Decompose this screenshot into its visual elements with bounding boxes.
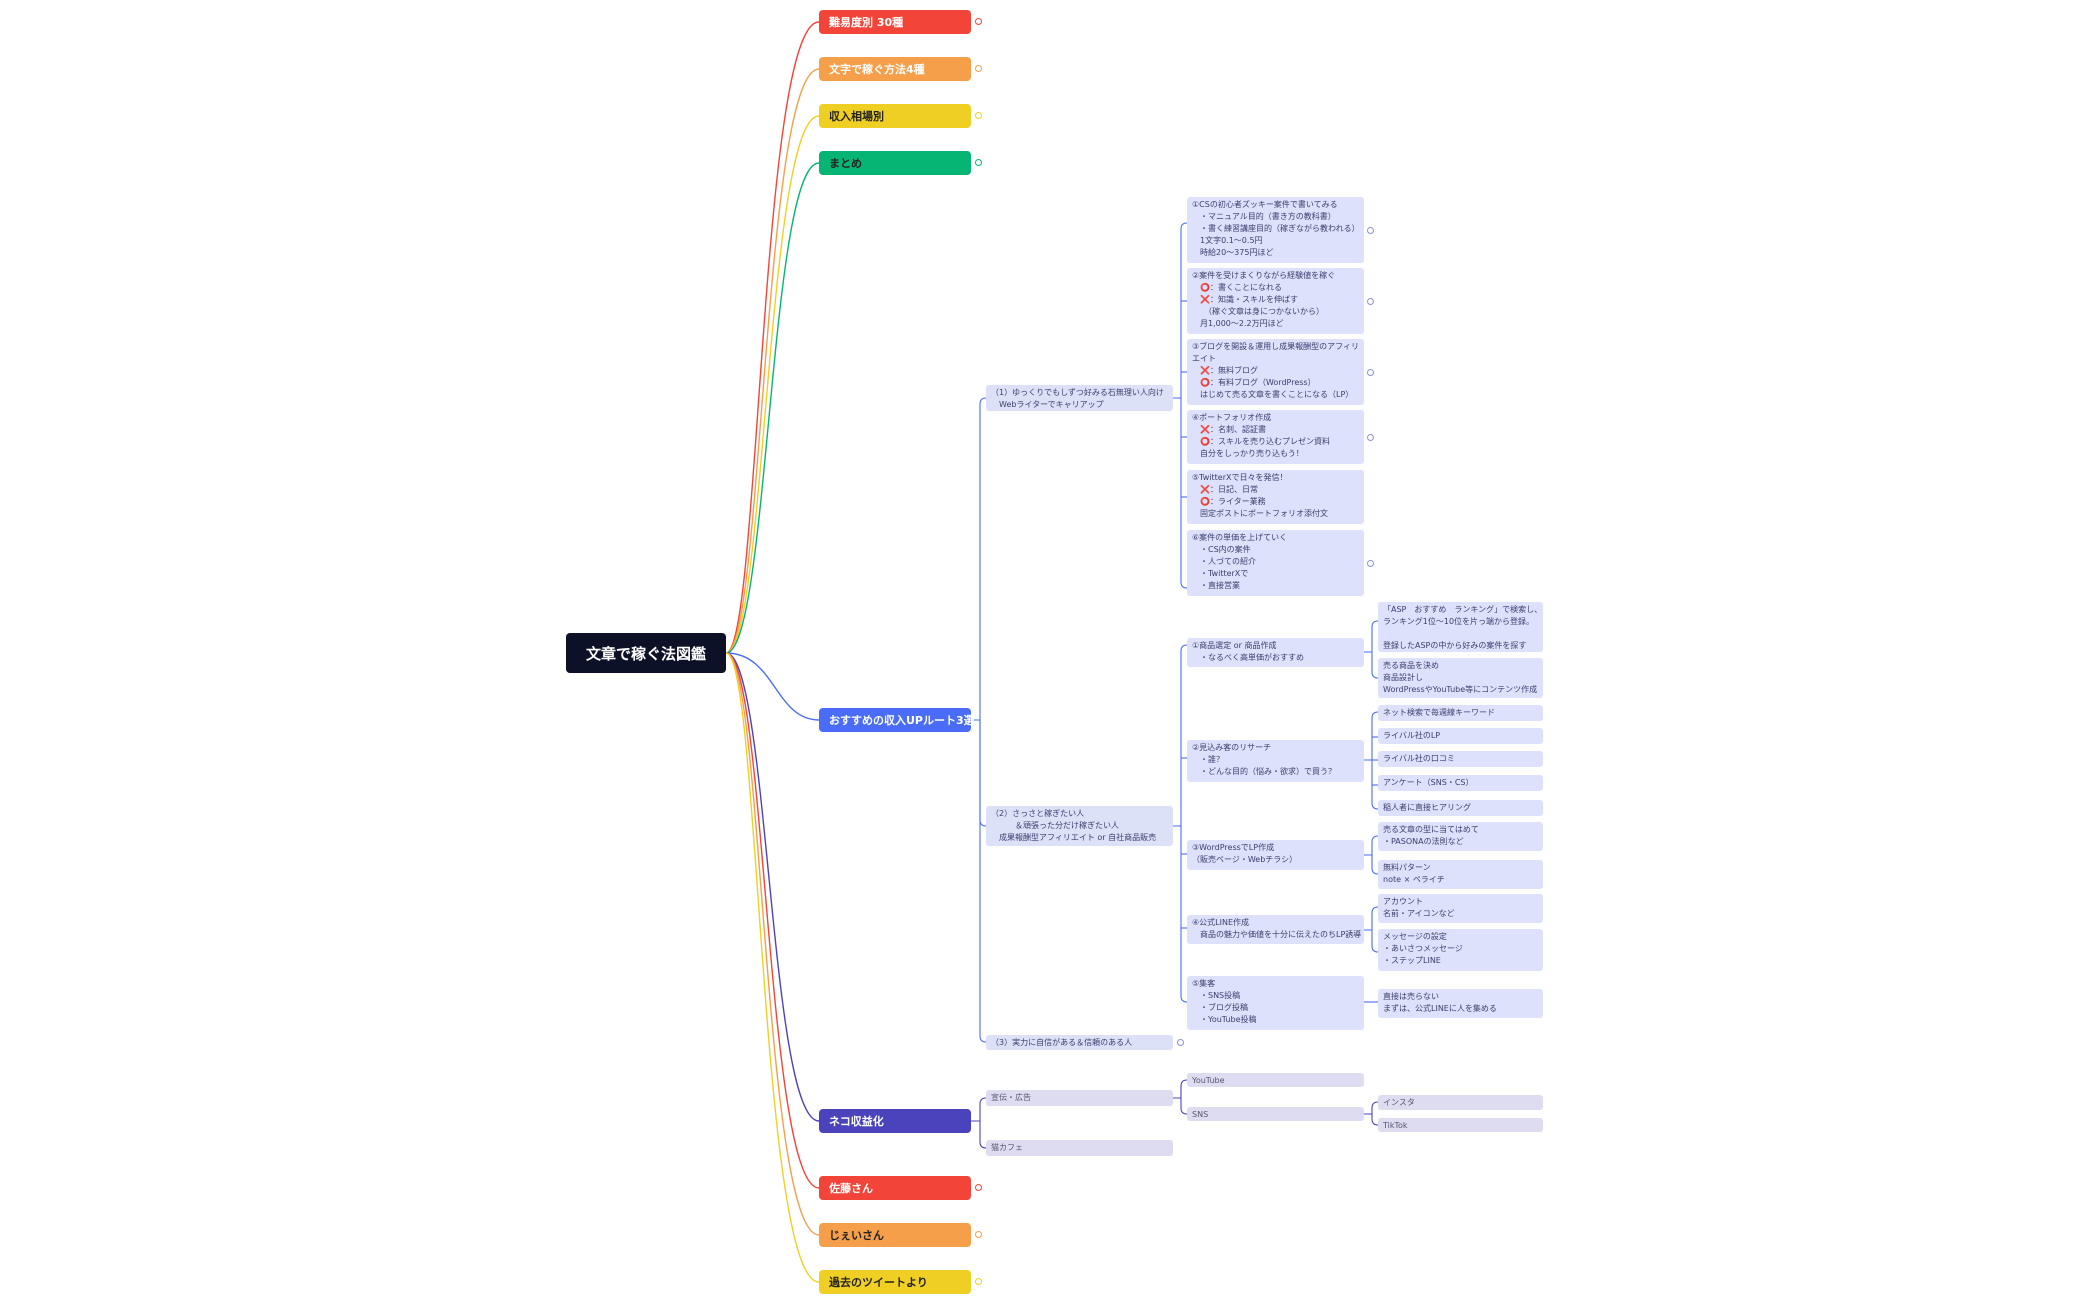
r1-step-2[interactable]: ②案件を受けまくりながら経験値を稼ぐ ⭕：書くことになれる ❌：知識・スキルを伸… <box>1187 268 1364 334</box>
collapse-badge-icon[interactable] <box>975 1184 982 1191</box>
collapse-dot-icon[interactable] <box>1367 298 1374 305</box>
collapse-badge-icon[interactable] <box>975 1231 982 1238</box>
collapse-badge-icon[interactable] <box>975 112 982 119</box>
route-3-node[interactable]: （3）実力に自信がある＆信頼のある人 <box>986 1035 1173 1050</box>
r2-step-5[interactable]: ⑤集客 ・SNS投稿 ・ブログ投稿 ・YouTube投稿 <box>1187 976 1364 1030</box>
link-main-9 <box>725 652 820 1283</box>
r1-step-3[interactable]: ③ブログを開設＆運用し成果報酬型のアフィリ エイト ❌：無料ブログ ⭕：有料ブロ… <box>1187 339 1364 405</box>
link-main-8 <box>725 652 820 1236</box>
main-topic-tweets[interactable]: 過去のツイートより <box>819 1270 971 1294</box>
link-main-7 <box>725 652 820 1189</box>
detail-keyword[interactable]: ネット検索で毎週線キーワード <box>1378 705 1543 721</box>
detail-survey[interactable]: アンケート（SNS・CS） <box>1378 775 1543 791</box>
route-2-node[interactable]: （2）さっさと稼ぎたい人 ＆頑張った分だけ稼ぎたい人 成果報酬型アフィリエイト … <box>986 806 1173 846</box>
detail-hearing[interactable]: 稲人者に直接ヒアリング <box>1378 800 1543 816</box>
collapse-badge-icon[interactable] <box>975 65 982 72</box>
main-topic-neko[interactable]: ネコ収益化 <box>819 1109 971 1133</box>
neko-sns-node[interactable]: SNS <box>1187 1107 1364 1121</box>
main-topic-route[interactable]: おすすめの収入UPルート3選 <box>819 708 975 732</box>
root-topic[interactable]: 文章で稼ぐ法図鑑 <box>566 633 726 673</box>
detail-collect[interactable]: 直接は売らない まずは、公式LINEに人を集める <box>1378 989 1543 1018</box>
neko-youtube-node[interactable]: YouTube <box>1187 1073 1364 1087</box>
neko-tiktok-node[interactable]: TikTok <box>1378 1118 1543 1132</box>
detail-asp-ranking[interactable]: 「ASP おすすめ ランキング」で検索し、 ランキング1位〜10位を片っ端から登… <box>1378 602 1543 652</box>
detail-account[interactable]: アカウント 名前・アイコンなど <box>1378 894 1543 923</box>
collapse-dot-icon[interactable] <box>1367 560 1374 567</box>
main-topic-methods[interactable]: 文字で稼ぐ方法4種 <box>819 57 971 81</box>
r2-step-3[interactable]: ③WordPressでLP作成 （販売ページ・Webチラシ） <box>1187 840 1364 870</box>
neko-insta-node[interactable]: インスタ <box>1378 1095 1543 1110</box>
r1-step-6[interactable]: ⑥案件の単価を上げていく ・CS内の案件 ・人づての紹介 ・TwitterXで … <box>1187 530 1364 596</box>
link-main-5 <box>725 652 820 721</box>
detail-product-design[interactable]: 売る商品を決め 商品設計し WordPressやYouTube等にコンテンツ作成 <box>1378 658 1543 698</box>
collapse-dot-icon[interactable] <box>1367 227 1374 234</box>
link-main-3 <box>725 115 820 654</box>
detail-rival-lp[interactable]: ライバル社のLP <box>1378 728 1543 744</box>
main-topic-summary[interactable]: まとめ <box>819 151 971 175</box>
route-1-node[interactable]: （1）ゆっくりでもしずつ好みる石無理い人向け Webライターでキャリアップ <box>986 385 1173 411</box>
main-topic-sato[interactable]: 佐藤さん <box>819 1176 971 1200</box>
link-main-1 <box>725 21 820 654</box>
main-topic-income[interactable]: 収入相場別 <box>819 104 971 128</box>
collapse-badge-icon[interactable] <box>975 159 982 166</box>
r1-step-5[interactable]: ⑤TwitterXで日々を発信！ ❌：日記、日常 ⭕：ライター業務 固定ポストに… <box>1187 470 1364 524</box>
detail-pasona[interactable]: 売る文章の型に当てはめて ・PASONAの法則など <box>1378 822 1543 851</box>
main-topic-difficulty[interactable]: 難易度別 30種 <box>819 10 971 34</box>
link-main-4 <box>725 162 820 654</box>
link-main-6 <box>725 652 820 1122</box>
detail-rival-review[interactable]: ライバル社の口コミ <box>1378 751 1543 767</box>
r2-step-1[interactable]: ①商品選定 or 商品作成 ・なるべく高単価がおすすめ <box>1187 638 1364 667</box>
main-topic-jei[interactable]: じぇいさん <box>819 1223 971 1247</box>
neko-cafe-node[interactable]: 猫カフェ <box>986 1140 1173 1156</box>
r2-step-2[interactable]: ②見込み客のリサーチ ・誰？ ・どんな目的（悩み・欲求）で買う？ <box>1187 740 1364 782</box>
collapse-badge-icon[interactable] <box>975 18 982 25</box>
detail-message[interactable]: メッセージの設定 ・あいさつメッセージ ・ステップLINE <box>1378 929 1543 971</box>
r2-step-4[interactable]: ④公式LINE作成 商品の魅力や価値を十分に伝えたのちLP誘導 <box>1187 915 1364 944</box>
r1-step-4[interactable]: ④ポートフォリオ作成 ❌：名刺、認証書 ⭕：スキルを売り込むプレゼン資料 自分を… <box>1187 410 1364 464</box>
collapse-dot-icon[interactable] <box>1177 1039 1184 1046</box>
collapse-badge-icon[interactable] <box>975 1278 982 1285</box>
collapse-dot-icon[interactable] <box>1367 369 1374 376</box>
detail-free-pattern[interactable]: 無料パターン note × ペライチ <box>1378 860 1543 889</box>
collapse-dot-icon[interactable] <box>1367 434 1374 441</box>
r1-step-1[interactable]: ①CSの初心者ズッキー案件で書いてみる ・マニュアル目的（書き方の教科書） ・書… <box>1187 197 1364 263</box>
neko-ads-node[interactable]: 宣伝・広告 <box>986 1090 1173 1106</box>
link-main-2 <box>725 68 820 654</box>
